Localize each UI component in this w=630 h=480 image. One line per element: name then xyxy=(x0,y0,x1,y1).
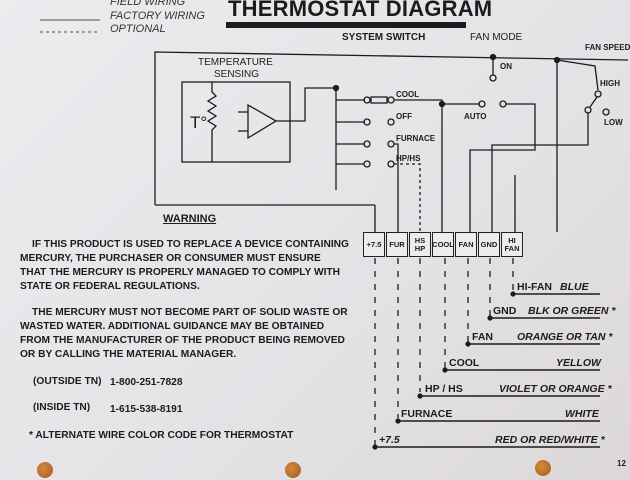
warning-p1-line2: MERCURY, THE PURCHASER OR CONSUMER MUST … xyxy=(20,253,321,264)
system-switch-contacts xyxy=(363,96,395,168)
supply-line xyxy=(154,51,629,205)
punch-hole xyxy=(37,462,53,478)
wire-gnd-terminal: GND xyxy=(493,305,517,317)
wire-7-5-color: RED OR RED/WHITE * xyxy=(495,434,605,446)
wire-runs xyxy=(372,291,600,450)
temperature-sensing-label-2: SENSING xyxy=(214,69,260,80)
warning-p2-line3: FROM THE MANUFACTURER OF THE PRODUCT BEI… xyxy=(20,335,345,346)
wire-7-5-terminal: +7.5 xyxy=(379,434,400,446)
switch-off: OFF xyxy=(396,112,412,121)
terminal-cool: COOL xyxy=(432,232,454,257)
wire-cool-color: YELLOW xyxy=(556,357,601,369)
wire-fan-terminal: FAN xyxy=(472,331,493,343)
warning-p1-line4: STATE OR FEDERAL REGULATIONS. xyxy=(20,281,200,292)
wire-furnace-color: WHITE xyxy=(565,408,599,420)
wire-gnd-color: BLK OR GREEN * xyxy=(528,305,616,317)
warning-p1-line1: IF THIS PRODUCT IS USED TO REPLACE A DEV… xyxy=(32,239,349,250)
inside-tn-label: (INSIDE TN) xyxy=(33,402,91,413)
terminal-hi-fan: HI FAN xyxy=(501,232,523,257)
switch-cool: COOL xyxy=(396,90,420,99)
wire-hp-hs-color: VIOLET OR ORANGE * xyxy=(499,383,612,395)
punch-hole xyxy=(285,462,301,478)
terminal-gnd: GND xyxy=(478,232,500,257)
fan-speed-low: LOW xyxy=(604,118,623,127)
warning-p2-line2: WASTED WATER. ADDITIONAL GUIDANCE MAY BE… xyxy=(20,321,325,332)
fan-speed-label: FAN SPEED xyxy=(585,43,630,52)
wire-hp-hs-terminal: HP / HS xyxy=(425,383,463,395)
warning-p2-line4: OR BY CALLING THE MATERIAL MANAGER. xyxy=(20,349,237,360)
punch-hole xyxy=(535,460,551,476)
temperature-sensing-label-1: TEMPERATURE xyxy=(198,57,273,68)
thermistor-icon xyxy=(206,82,218,162)
legend-optional: OPTIONAL xyxy=(110,23,166,35)
wire-furnace-terminal: FURNACE xyxy=(401,408,453,420)
terminal-fan: FAN xyxy=(455,232,477,257)
switch-furnace: FURNACE xyxy=(396,134,436,143)
warning-heading: WARNING xyxy=(163,213,217,225)
fan-mode-on: ON xyxy=(500,62,512,71)
title-underline xyxy=(226,22,466,28)
page-number: 12 xyxy=(617,459,626,468)
footnote: * ALTERNATE WIRE COLOR CODE FOR THERMOST… xyxy=(29,430,294,441)
inside-tn-phone: 1-615-538-8191 xyxy=(110,404,183,415)
amplifier-icon xyxy=(247,103,278,140)
wire-fan-color: ORANGE OR TAN * xyxy=(517,331,613,343)
terminal-fur: FUR xyxy=(386,232,408,257)
page-title: THERMOSTAT DIAGRAM xyxy=(228,0,493,21)
wire-hi-fan-color: BLUE xyxy=(560,281,589,293)
legend-factory-wiring: FACTORY WIRING xyxy=(110,10,205,22)
amp-output-line xyxy=(276,87,336,122)
fan-speed-high: HIGH xyxy=(600,79,620,88)
temperature-sensing-box xyxy=(181,81,291,163)
wire-cool-terminal: COOL xyxy=(449,357,480,369)
fan-mode-auto: AUTO xyxy=(464,112,487,121)
wire-hi-fan-terminal: HI-FAN xyxy=(517,281,552,293)
fan-mode-label: FAN MODE xyxy=(470,32,523,43)
terminal-7-5: +7.5 xyxy=(363,232,385,257)
system-switch-label: SYSTEM SWITCH xyxy=(342,32,426,43)
switch-hp-hs: HP/HS xyxy=(396,154,421,163)
temperature-symbol: T° xyxy=(190,113,208,132)
warning-p1-line3: THAT THE MERCURY IS PROPERLY MANAGED TO … xyxy=(20,267,340,278)
outside-tn-label: (OUTSIDE TN) xyxy=(33,376,102,387)
terminal-hs-hp: HS HP xyxy=(409,232,431,257)
warning-p2-line1: THE MERCURY MUST NOT BECOME PART OF SOLI… xyxy=(32,307,348,318)
outside-tn-phone: 1-800-251-7828 xyxy=(110,377,183,388)
legend-field-wiring: FIELD WIRING xyxy=(110,0,186,8)
